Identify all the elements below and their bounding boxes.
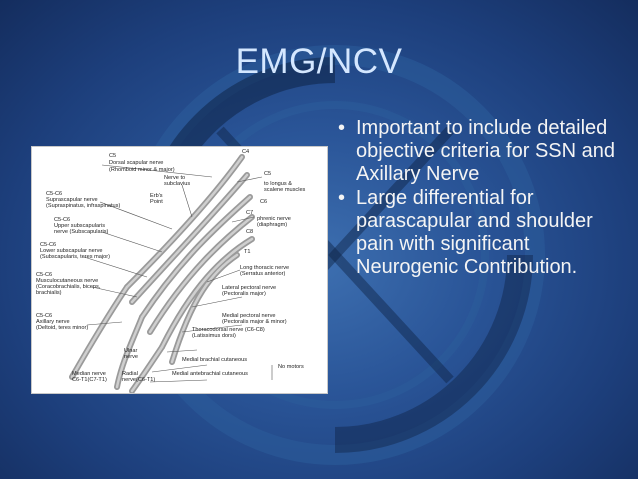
label-rhomboid: (Rhomboid minor & major)	[109, 167, 175, 173]
label-suprascapular: Suprascapular nerve	[46, 197, 98, 203]
label-c5c6-e: C5-C6	[36, 313, 52, 319]
label-c5c6-a: C5-C6	[46, 191, 62, 197]
label-scalene: scalene muscles	[264, 187, 306, 193]
label-c6: C6	[260, 199, 267, 205]
label-nerve: nerve	[124, 354, 138, 360]
bullet-list: • Important to include detailed objectiv…	[336, 117, 632, 280]
label-deltoid: (Deltoid, teres minor)	[36, 325, 88, 331]
slide-title: EMG/NCV	[235, 42, 403, 81]
bullet-item: • Large differential for parascapular an…	[336, 187, 632, 279]
label-ulnar: Ulnar	[124, 348, 138, 354]
bullet-text: Large differential for parascapular and …	[356, 187, 593, 278]
label-c5: C5	[109, 153, 116, 159]
label-lateral-pectoral: Lateral pectoral nerve	[222, 285, 276, 291]
bullet-item: • Important to include detailed objectiv…	[336, 117, 632, 186]
label-long-thoracic: Long thoracic nerve	[240, 265, 289, 271]
label-c5c6-d: C5-C6	[36, 272, 52, 278]
label-c5c6-c: C5-C6	[40, 242, 56, 248]
label-to-longus: to longus &	[264, 181, 292, 187]
label-latissimus: (Latissimus dorsi)	[192, 333, 236, 339]
label-c8: C8	[246, 229, 253, 235]
label-upper-subscap: Upper subscapularis	[54, 223, 105, 229]
label-pectoralis-both: (Pectoralis major & minor)	[222, 319, 287, 325]
label-nerve-to: Nerve to	[164, 175, 185, 181]
label-medial-antebrachial: Medial antebrachial cutaneous	[172, 371, 248, 377]
bullet-dot-icon: •	[338, 187, 346, 209]
label-upper-subscap2: nerve (Subscapularis)	[54, 229, 109, 235]
label-radial: Radial	[122, 371, 138, 377]
label-coracobrachialis: (Coracobrachialis, biceps,	[36, 284, 101, 290]
label-medial-pectoral: Medial pectoral nerve	[222, 313, 275, 319]
label-subclavius: subclavius	[164, 181, 190, 187]
label-median-roots: C6-T1(C7-T1)	[72, 377, 107, 383]
label-point: Point	[150, 199, 163, 205]
brachial-plexus-illustration: C5 Dorsal scapular nerve (Rhomboid minor…	[36, 149, 306, 393]
brachial-plexus-diagram: C5 Dorsal scapular nerve (Rhomboid minor…	[31, 146, 328, 394]
label-c7: C7	[246, 210, 253, 216]
label-t1: T1	[244, 249, 251, 255]
bullet-text: Important to include detailed objective …	[356, 117, 616, 185]
label-c4: C4	[242, 149, 249, 155]
label-pectoralis-major: (Pectoralis major)	[222, 291, 266, 297]
label-median: Median nerve	[72, 371, 106, 377]
bullet-dot-icon: •	[338, 117, 346, 139]
label-c5c6-b: C5-C6	[54, 217, 70, 223]
label-medial-brachial: Medial brachial cutaneous	[182, 357, 247, 363]
label-dorsal-scapular: Dorsal scapular nerve	[109, 160, 163, 166]
label-serratus: (Serratus anterior)	[240, 271, 286, 277]
label-lower-subscap: Lower subscapular nerve	[40, 248, 103, 254]
label-axillary: Axillary nerve	[36, 319, 70, 325]
label-lower-subscap2: (Subscapularis, teres major)	[40, 254, 110, 260]
label-radial-roots: nerve(C6-T1)	[122, 377, 155, 383]
label-musculocutaneous: Musculocutaneous nerve	[36, 278, 98, 284]
label-thoracodorsal: Thoracodorsal nerve (C6-C8)	[192, 327, 265, 333]
label-brachialis: brachialis)	[36, 290, 62, 296]
label-erbs: Erb's	[150, 193, 163, 199]
label-phrenic: phrenic nerve	[257, 216, 291, 222]
label-diaphragm: (diaphragm)	[257, 222, 287, 228]
label-no-motors: No motors	[278, 364, 304, 370]
label-supraspinatus: (Supraspinatus, infraspinatus)	[46, 203, 120, 209]
label-c5-right: C5	[264, 171, 271, 177]
